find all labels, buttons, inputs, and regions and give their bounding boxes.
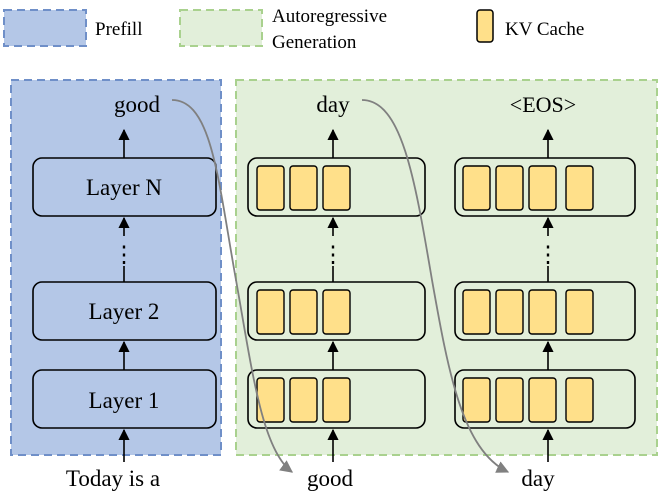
kv-cache-block (256, 165, 285, 211)
gen-step-2-dots: ⋮ (537, 242, 560, 267)
gen-step-1-dots: ⋮ (322, 242, 345, 267)
kv-cache-block (565, 289, 594, 335)
prefill-layer-1-label: Layer 1 (89, 388, 160, 413)
kv-cache-block (462, 165, 491, 211)
legend-generation-swatch (179, 9, 263, 47)
feedback-arrow-good (171, 99, 294, 473)
legend: Prefill Autoregressive Generation KV Cac… (3, 6, 584, 53)
kv-cache-block (495, 289, 524, 335)
gen-step-1-layer-n-kv (256, 165, 351, 211)
kv-cache-block (289, 289, 318, 335)
kv-cache-block (565, 165, 594, 211)
legend-kv-cache-label: KV Cache (505, 19, 584, 40)
gen-step-2-layer-n-kv (462, 165, 594, 211)
gen-step-1-output-token: day (316, 92, 350, 117)
kv-cache-block (322, 165, 351, 211)
gen-step-2-layer-2-kv (462, 289, 594, 335)
generation-step-2: <EOS> ⋮ day (454, 92, 636, 491)
prefill-input-tokens: Today is a (66, 466, 160, 491)
kv-cache-block (462, 377, 491, 423)
generation-step-1: day ⋮ good (247, 92, 426, 491)
kv-cache-block (495, 377, 524, 423)
prefill-column: good Layer N ⋮ Layer 2 Layer 1 Today is … (32, 92, 217, 491)
legend-generation-label-line1: Autoregressive (272, 6, 387, 27)
feedback-arrow-day (361, 99, 510, 473)
kv-cache-block (528, 377, 557, 423)
legend-prefill-label: Prefill (95, 19, 143, 40)
legend-prefill-swatch (3, 9, 87, 47)
kv-cache-block (256, 289, 285, 335)
kv-cache-block (322, 377, 351, 423)
kv-cache-block (528, 165, 557, 211)
gen-step-1-layer-1-kv (256, 377, 351, 423)
prefill-layer-n-label: Layer N (86, 175, 162, 200)
gen-step-2-output-token: <EOS> (510, 92, 576, 117)
kv-cache-block (462, 289, 491, 335)
gen-step-2-layer-1-kv (462, 377, 594, 423)
gen-step-2-input-token: day (521, 466, 555, 491)
gen-step-1-input-token: good (307, 466, 354, 491)
gen-step-1-layer-2-kv (256, 289, 351, 335)
kv-cache-block (289, 377, 318, 423)
prefill-dots: ⋮ (113, 242, 136, 267)
kv-cache-block (289, 165, 318, 211)
kv-cache-block (565, 377, 594, 423)
prefill-layer-2-label: Layer 2 (89, 299, 160, 324)
kv-cache-block (322, 289, 351, 335)
kv-cache-block (256, 377, 285, 423)
legend-generation-label-line2: Generation (272, 32, 357, 53)
prefill-output-token: good (114, 92, 161, 117)
legend-kv-cache-swatch (476, 9, 494, 43)
kv-cache-block (495, 165, 524, 211)
kv-cache-block (528, 289, 557, 335)
